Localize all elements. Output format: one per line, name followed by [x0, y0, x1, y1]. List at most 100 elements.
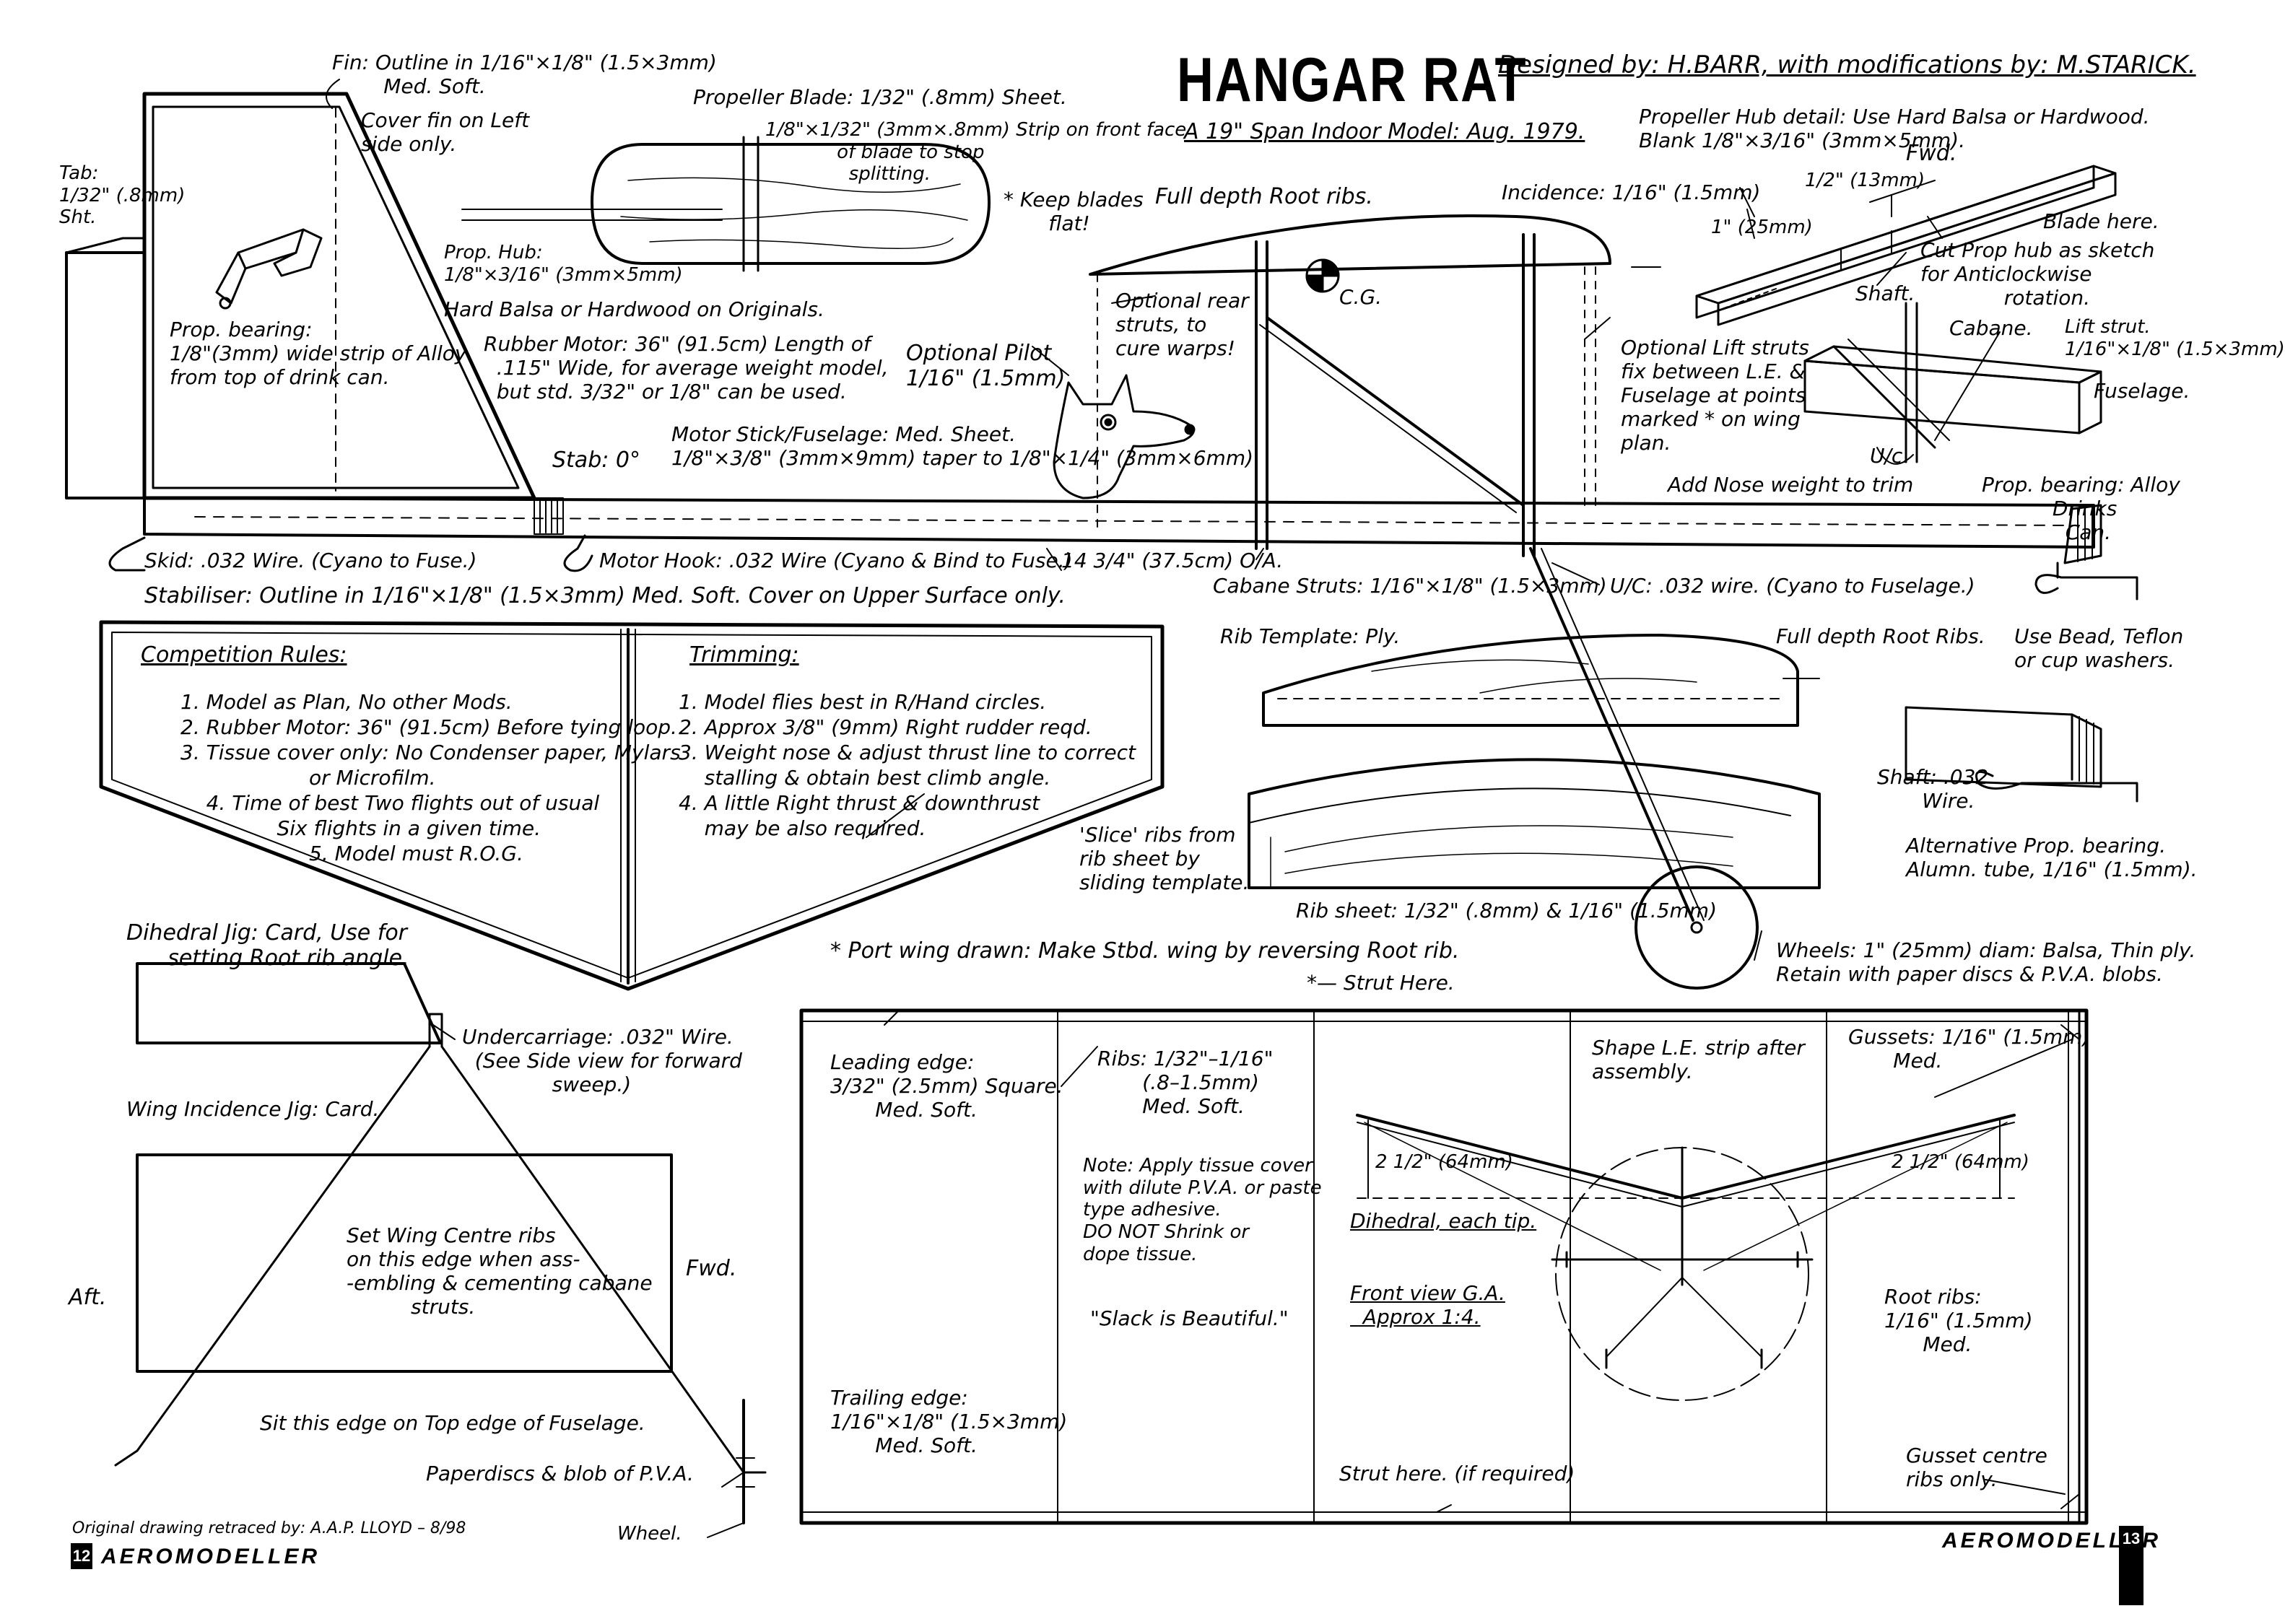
- hub-material-label: Hard Balsa or Hardwood on Originals.: [444, 297, 824, 321]
- uc-side: [1529, 547, 1759, 990]
- incidence-jig: [136, 1153, 673, 1373]
- fwd-label: Fwd.: [686, 1256, 737, 1281]
- cabane-sketch: [1803, 302, 2102, 465]
- full-depth-root-label: Full depth Root ribs.: [1155, 184, 1373, 209]
- slack-label: "Slack is Beautiful.": [1090, 1306, 1289, 1330]
- page-title: HANGAR RAT: [1177, 45, 1528, 115]
- prop-hub-label: Prop. Hub: 1/8"×3/16" (3mm×5mm): [444, 242, 683, 286]
- uc-detail-label: U/c.: [1870, 444, 1910, 468]
- prop-bearing-label: Prop. bearing: 1/8"(3mm) wide strip of A…: [170, 318, 467, 390]
- leader-lines: [326, 79, 2073, 1538]
- set-wing-label: Set Wing Centre ribs on this edge when a…: [347, 1223, 653, 1319]
- cg-symbol: [1305, 258, 1340, 293]
- uc-label: U/C: .032 wire. (Cyano to Fuselage.): [1610, 574, 1975, 598]
- cabane-label: Cabane.: [1949, 316, 2033, 340]
- stabiliser-label: Stabiliser: Outline in 1/16"×1/8" (1.5×3…: [144, 583, 1066, 608]
- wing-plan: [799, 1008, 2089, 1525]
- hub-half-dim: 1/2" (13mm): [1805, 170, 1925, 191]
- prop-bearing-alloy-label: Prop. bearing: Alloy Drinks Can.: [1982, 473, 2180, 545]
- skid-wire: [108, 536, 146, 572]
- sit-edge-label: Sit this edge on Top edge of Fuselage.: [260, 1411, 645, 1435]
- rib-template-label: Rib Template: Ply.: [1220, 624, 1401, 648]
- shape-le-label: Shape L.E. strip after assembly.: [1592, 1036, 1805, 1084]
- lift-strut-label: Lift strut. 1/16"×1/8" (1.5×3mm): [2065, 316, 2285, 360]
- optional-rear-label: Optional rear struts, to cure warps!: [1115, 289, 1249, 361]
- keep-flat-label: * Keep blades flat!: [1004, 188, 1144, 236]
- subtitle: A 19" Span Indoor Model: Aug. 1979.: [1184, 119, 1585, 144]
- incidence-jig-label: Wing Incidence Jig: Card.: [126, 1097, 380, 1121]
- cut-prop-hub-label: Cut Prop hub as sketch for Anticlockwise…: [1920, 238, 2155, 310]
- aft-label: Aft.: [69, 1285, 107, 1310]
- alt-bearing-label: Alternative Prop. bearing. Alumn. tube, …: [1906, 834, 2198, 882]
- skid-label: Skid: .032 Wire. (Cyano to Fuse.): [144, 549, 477, 572]
- alt-bearing: [1905, 706, 2138, 803]
- undercarriage-front: [114, 1013, 767, 1524]
- strut-here-wing-label: Strut here. (if required): [1339, 1462, 1575, 1485]
- optional-lift-label: Optional Lift struts fix between L.E. & …: [1621, 336, 1809, 455]
- dihedral-right-dim: 2 1/2" (64mm): [1892, 1151, 2029, 1173]
- front-view-ga: [1356, 1114, 2016, 1401]
- retrace-credit: Original drawing retraced by: A.A.P. LLO…: [72, 1519, 466, 1537]
- port-wing-label: * Port wing drawn: Make Stbd. wing by re…: [830, 938, 1460, 964]
- prop-bearing-sketch: [215, 228, 323, 310]
- fin-outline-label: Fin: Outline in 1/16"×1/8" (1.5×3mm) Med…: [332, 51, 717, 99]
- competition-rules: 1. Model as Plan, No other Mods. 2. Rubb…: [180, 690, 681, 865]
- fin-cover-label: Cover fin on Left side only.: [361, 108, 530, 157]
- motor-hook-label: Motor Hook: .032 Wire (Cyano & Bind to F…: [599, 549, 1073, 572]
- motor-stick: [143, 497, 2095, 549]
- dihedral-each-label: Dihedral, each tip.: [1350, 1209, 1537, 1233]
- page-number-right: 13: [2119, 1526, 2143, 1605]
- bead-label: Use Bead, Teflon or cup washers.: [2014, 624, 2184, 673]
- gusset-centre-label: Gusset centre ribs only.: [1906, 1444, 2047, 1492]
- undercarriage-label: Undercarriage: .032" Wire. (See Side vie…: [462, 1025, 742, 1097]
- plan-drawing: [65, 79, 2138, 1538]
- root-ribs-label: Root ribs: 1/16" (1.5mm) Med.: [1884, 1285, 2033, 1357]
- rib-sheet-label: Rib sheet: 1/32" (.8mm) & 1/16" (1.5mm): [1296, 899, 1717, 922]
- rules-title: Competition Rules:: [141, 642, 347, 668]
- fuselage-label: Fuselage.: [2094, 379, 2190, 403]
- strut-here-label: *— Strut Here.: [1307, 971, 1455, 995]
- motor-hook: [563, 534, 593, 572]
- pilot-figure: [1053, 374, 1196, 499]
- wheels-label: Wheels: 1" (25mm) diam: Balsa, Thin ply.…: [1776, 938, 2196, 987]
- rib-sheet: [1248, 758, 1821, 889]
- full-depth-root-ribs-label: Full depth Root Ribs.: [1776, 624, 1985, 648]
- stabiliser-plan: [99, 620, 1165, 991]
- stab-label: Stab: 0°: [552, 448, 640, 473]
- paperdiscs-label: Paperdiscs & blob of P.V.A.: [426, 1462, 694, 1485]
- dihedral-jig: [136, 962, 442, 1044]
- nose-weight-label: Add Nose weight to trim: [1668, 473, 1914, 497]
- designer-credit: Designed by: H.BARR, with modifications …: [1498, 51, 2196, 79]
- front-view-label: Front view G.A. Approx 1:4.: [1350, 1281, 1505, 1330]
- fin-tab-label: Tab: 1/32" (.8mm) Sht.: [59, 162, 186, 229]
- wing-section-side: [1089, 214, 1661, 557]
- nose-bearing: [2034, 504, 2138, 601]
- propeller-blade-label: Propeller Blade: 1/32" (.8mm) Sheet.: [693, 85, 1067, 109]
- trimming-title: Trimming:: [689, 642, 799, 668]
- prop-hub-detail: [1695, 165, 2117, 326]
- dihedral-left-dim: 2 1/2" (64mm): [1375, 1151, 1513, 1173]
- hub-one-dim: 1" (25mm): [1711, 217, 1813, 238]
- wheel-label: Wheel.: [617, 1523, 682, 1545]
- tissue-note: Note: Apply tissue cover with dilute P.V…: [1083, 1155, 1322, 1265]
- brand-left: AEROMODELLER: [101, 1545, 320, 1568]
- trimming-notes: 1. Model flies best in R/Hand circles. 2…: [679, 690, 1136, 840]
- alt-shaft-label: Shaft: .032 Wire.: [1877, 765, 1989, 813]
- fin-tab: [65, 237, 146, 499]
- rubber-motor-label: Rubber Motor: 36" (91.5cm) Length of .11…: [484, 332, 889, 404]
- leading-edge-label: Leading edge: 3/32" (2.5mm) Square. Med.…: [830, 1050, 1063, 1122]
- propeller-blade: [461, 136, 991, 272]
- trailing-edge-label: Trailing edge: 1/16"×1/8" (1.5×3mm) Med.…: [830, 1386, 1068, 1458]
- blade-here-label: Blade here.: [2043, 209, 2159, 233]
- incidence-label: Incidence: 1/16" (1.5mm): [1502, 180, 1761, 204]
- cg-label: C.G.: [1339, 285, 1383, 309]
- dihedral-jig-label: Dihedral Jig: Card, Use for setting Root…: [126, 920, 409, 972]
- rib-template: [1262, 634, 1799, 727]
- gussets-label: Gussets: 1/16" (1.5mm) Med.: [1848, 1025, 2091, 1073]
- length-label: 14 3/4" (37.5cm) O/A.: [1061, 549, 1284, 572]
- page-number-left: 12: [71, 1543, 92, 1569]
- cabane-struts-label: Cabane Struts: 1/16"×1/8" (1.5×3mm): [1213, 574, 1607, 598]
- slice-ribs-label: 'Slice' ribs from rib sheet by sliding t…: [1079, 823, 1250, 895]
- ribs-label: Ribs: 1/32"–1/16" (.8–1.5mm) Med. Soft.: [1097, 1047, 1274, 1119]
- optional-pilot-label: Optional Pilot 1/16" (1.5mm): [906, 341, 1066, 392]
